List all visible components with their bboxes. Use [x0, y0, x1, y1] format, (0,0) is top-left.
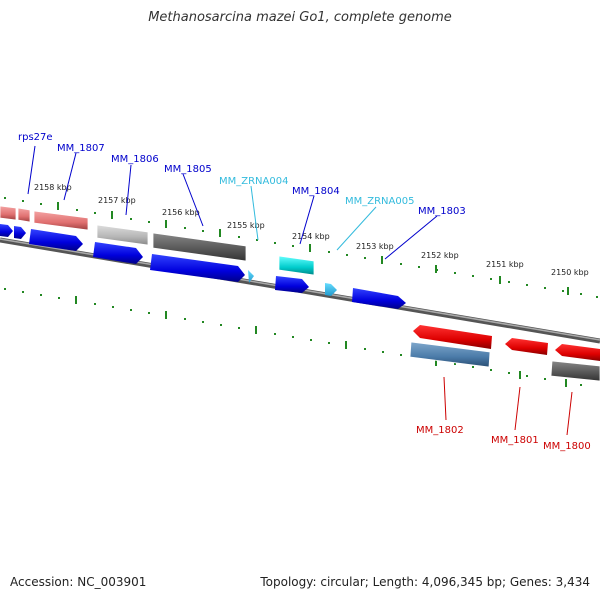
scale-label: 2154 kbp — [292, 232, 330, 241]
gene-labels-bottom: MM_1802 MM_1801 MM_1800 — [416, 425, 591, 452]
scale-label: 2150 kbp — [551, 268, 589, 277]
gene-label: MM_1805 — [164, 164, 212, 175]
accession-text: Accession: NC_003901 — [10, 575, 147, 589]
forward-cds — [93, 242, 143, 264]
scale-label: 2156 kbp — [162, 208, 200, 217]
forward-cds — [0, 224, 13, 237]
scale-ticks-upper — [57, 202, 569, 295]
forward-cds — [275, 276, 309, 293]
gene-label: MM_1800 — [543, 441, 591, 452]
gene-label: MM_ZRNA005 — [345, 196, 414, 207]
scale-label: 2151 kbp — [486, 260, 524, 269]
mm1807-feature — [33, 210, 89, 231]
scale-labels: 2158 kbp 2157 kbp 2156 kbp 2155 kbp 2154… — [34, 183, 589, 277]
gene-label: MM_1807 — [57, 143, 105, 154]
mm1804-feature — [278, 255, 315, 276]
scale-label: 2157 kbp — [98, 196, 136, 205]
scale-label: 2158 kbp — [34, 183, 72, 192]
scale-label: 2153 kbp — [356, 242, 394, 251]
scale-label: 2152 kbp — [421, 251, 459, 260]
mm1806-feature — [96, 224, 149, 246]
gene-label: MM_1802 — [416, 425, 464, 436]
reverse-cds — [505, 338, 548, 355]
gene-label: MM_ZRNA004 — [219, 176, 288, 187]
gene-labels-top: rps27e MM_1807 MM_1806 MM_1805 MM_ZRNA00… — [18, 132, 466, 217]
rps27e-feature — [17, 207, 31, 223]
forward-cds — [29, 229, 83, 251]
gene-label: MM_1806 — [111, 154, 159, 165]
mm1802-feature — [409, 341, 491, 368]
cds-reverse[interactable] — [413, 325, 600, 361]
scale-dots-lower — [4, 288, 582, 386]
gene-label: MM_1803 — [418, 206, 466, 217]
scale-ticks-lower — [75, 296, 567, 387]
cds-forward[interactable] — [0, 224, 406, 309]
mm1800-feature — [550, 360, 600, 382]
gene-features-reverse[interactable] — [409, 341, 600, 382]
topology-text: Topology: circular; Length: 4,096,345 bp… — [260, 575, 590, 589]
reverse-cds — [555, 344, 600, 361]
scale-label: 2155 kbp — [227, 221, 265, 230]
map-title: Methanosarcina mazei Go1, complete genom… — [148, 10, 452, 25]
gene-label: rps27e — [18, 132, 53, 143]
forward-cds — [352, 288, 406, 309]
rna-feature — [325, 283, 337, 296]
forward-cds — [14, 226, 26, 239]
pink-gene-feature — [0, 205, 17, 221]
mm1805-feature — [152, 232, 247, 262]
label-leader-lines — [27, 145, 573, 436]
gene-label: MM_1801 — [491, 435, 539, 446]
gene-features-forward[interactable] — [0, 205, 315, 276]
forward-cds — [150, 254, 245, 282]
gene-label: MM_1804 — [292, 186, 340, 197]
reverse-cds — [413, 325, 492, 349]
rna-feature — [248, 270, 254, 283]
